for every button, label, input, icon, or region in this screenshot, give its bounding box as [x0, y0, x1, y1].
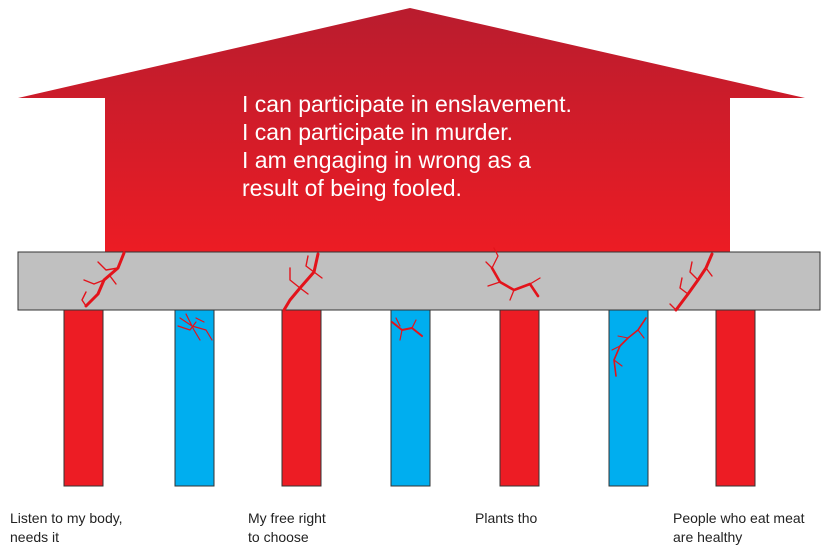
label-line: Listen to my body, — [10, 510, 123, 526]
roof-line-2: I can participate in murder. — [242, 119, 514, 145]
label-line: My free right — [248, 510, 326, 526]
label-line: Plants tho — [475, 510, 538, 526]
pillar-7 — [715, 307, 756, 487]
label-line: to choose — [248, 529, 309, 545]
cracks — [81, 247, 714, 377]
pillar-5 — [499, 307, 540, 487]
pillar-1 — [63, 307, 104, 487]
roof-statement: I can participate in enslavement. I can … — [242, 90, 662, 202]
roof-line-3: I am engaging in wrong as a — [242, 147, 531, 173]
label-line: needs it — [10, 529, 60, 545]
pillar-label-meat-eaters: People who eat meat are healthy — [673, 509, 835, 547]
pillar-label-listen-to-body: Listen to my body, needs it — [10, 509, 180, 547]
pillar-4 — [390, 307, 431, 487]
roof-line-1: I can participate in enslavement. — [242, 91, 572, 117]
pillar-label-plants: Plants tho — [475, 509, 645, 528]
temple-roof — [18, 8, 805, 256]
label-line: People who eat meat — [673, 510, 805, 526]
roof-line-4: result of being fooled. — [242, 175, 462, 201]
stone-beam — [17, 251, 821, 311]
pillar-3 — [281, 307, 322, 487]
pillar-label-free-right: My free right to choose — [248, 509, 418, 547]
label-line: are healthy — [673, 529, 743, 545]
pillar-2 — [174, 307, 215, 487]
